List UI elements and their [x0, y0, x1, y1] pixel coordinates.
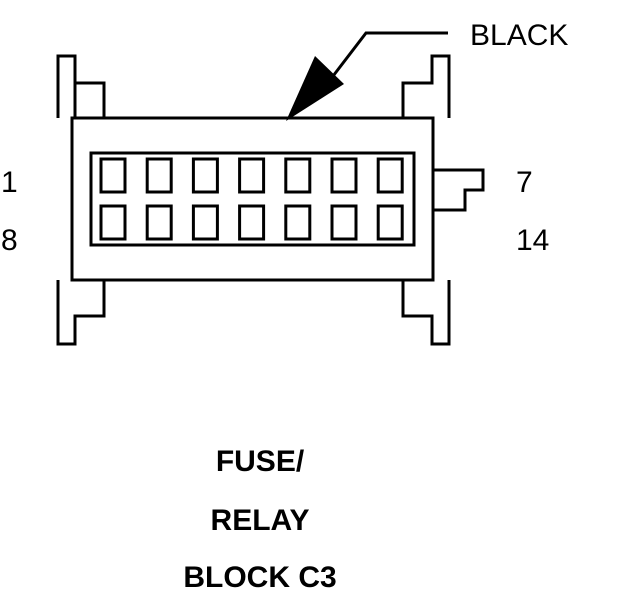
cavity-2 — [145, 157, 173, 194]
cavity-grid — [99, 157, 404, 241]
caption-line-3: BLOCK C3 — [183, 561, 337, 594]
cavity-13 — [330, 204, 358, 241]
locking-tab — [433, 168, 485, 212]
pin-label-top-left: 1 — [1, 166, 18, 199]
cavity-12 — [284, 204, 312, 241]
cavity-8 — [99, 204, 127, 241]
cavity-7 — [376, 157, 404, 194]
callout-label: BLACK — [470, 19, 568, 52]
left-flange — [56, 54, 106, 346]
caption-line-1: FUSE/ — [215, 445, 305, 478]
cavity-14 — [376, 204, 404, 241]
callout-arrowhead — [286, 56, 344, 121]
pin-label-bottom-left: 8 — [1, 224, 18, 257]
cavity-11 — [238, 204, 266, 241]
pin-label-bottom-right: 14 — [516, 224, 549, 257]
callout-leader-line — [328, 31, 448, 81]
cavity-6 — [330, 157, 358, 194]
caption-line-2: RELAY — [210, 504, 310, 537]
cavity-10 — [191, 204, 219, 241]
cavity-9 — [145, 204, 173, 241]
pin-label-top-right: 7 — [516, 166, 533, 199]
cavity-5 — [284, 157, 312, 194]
cavity-1 — [99, 157, 127, 194]
cavity-4 — [238, 157, 266, 194]
cavity-3 — [191, 157, 219, 194]
right-flange — [401, 54, 451, 346]
